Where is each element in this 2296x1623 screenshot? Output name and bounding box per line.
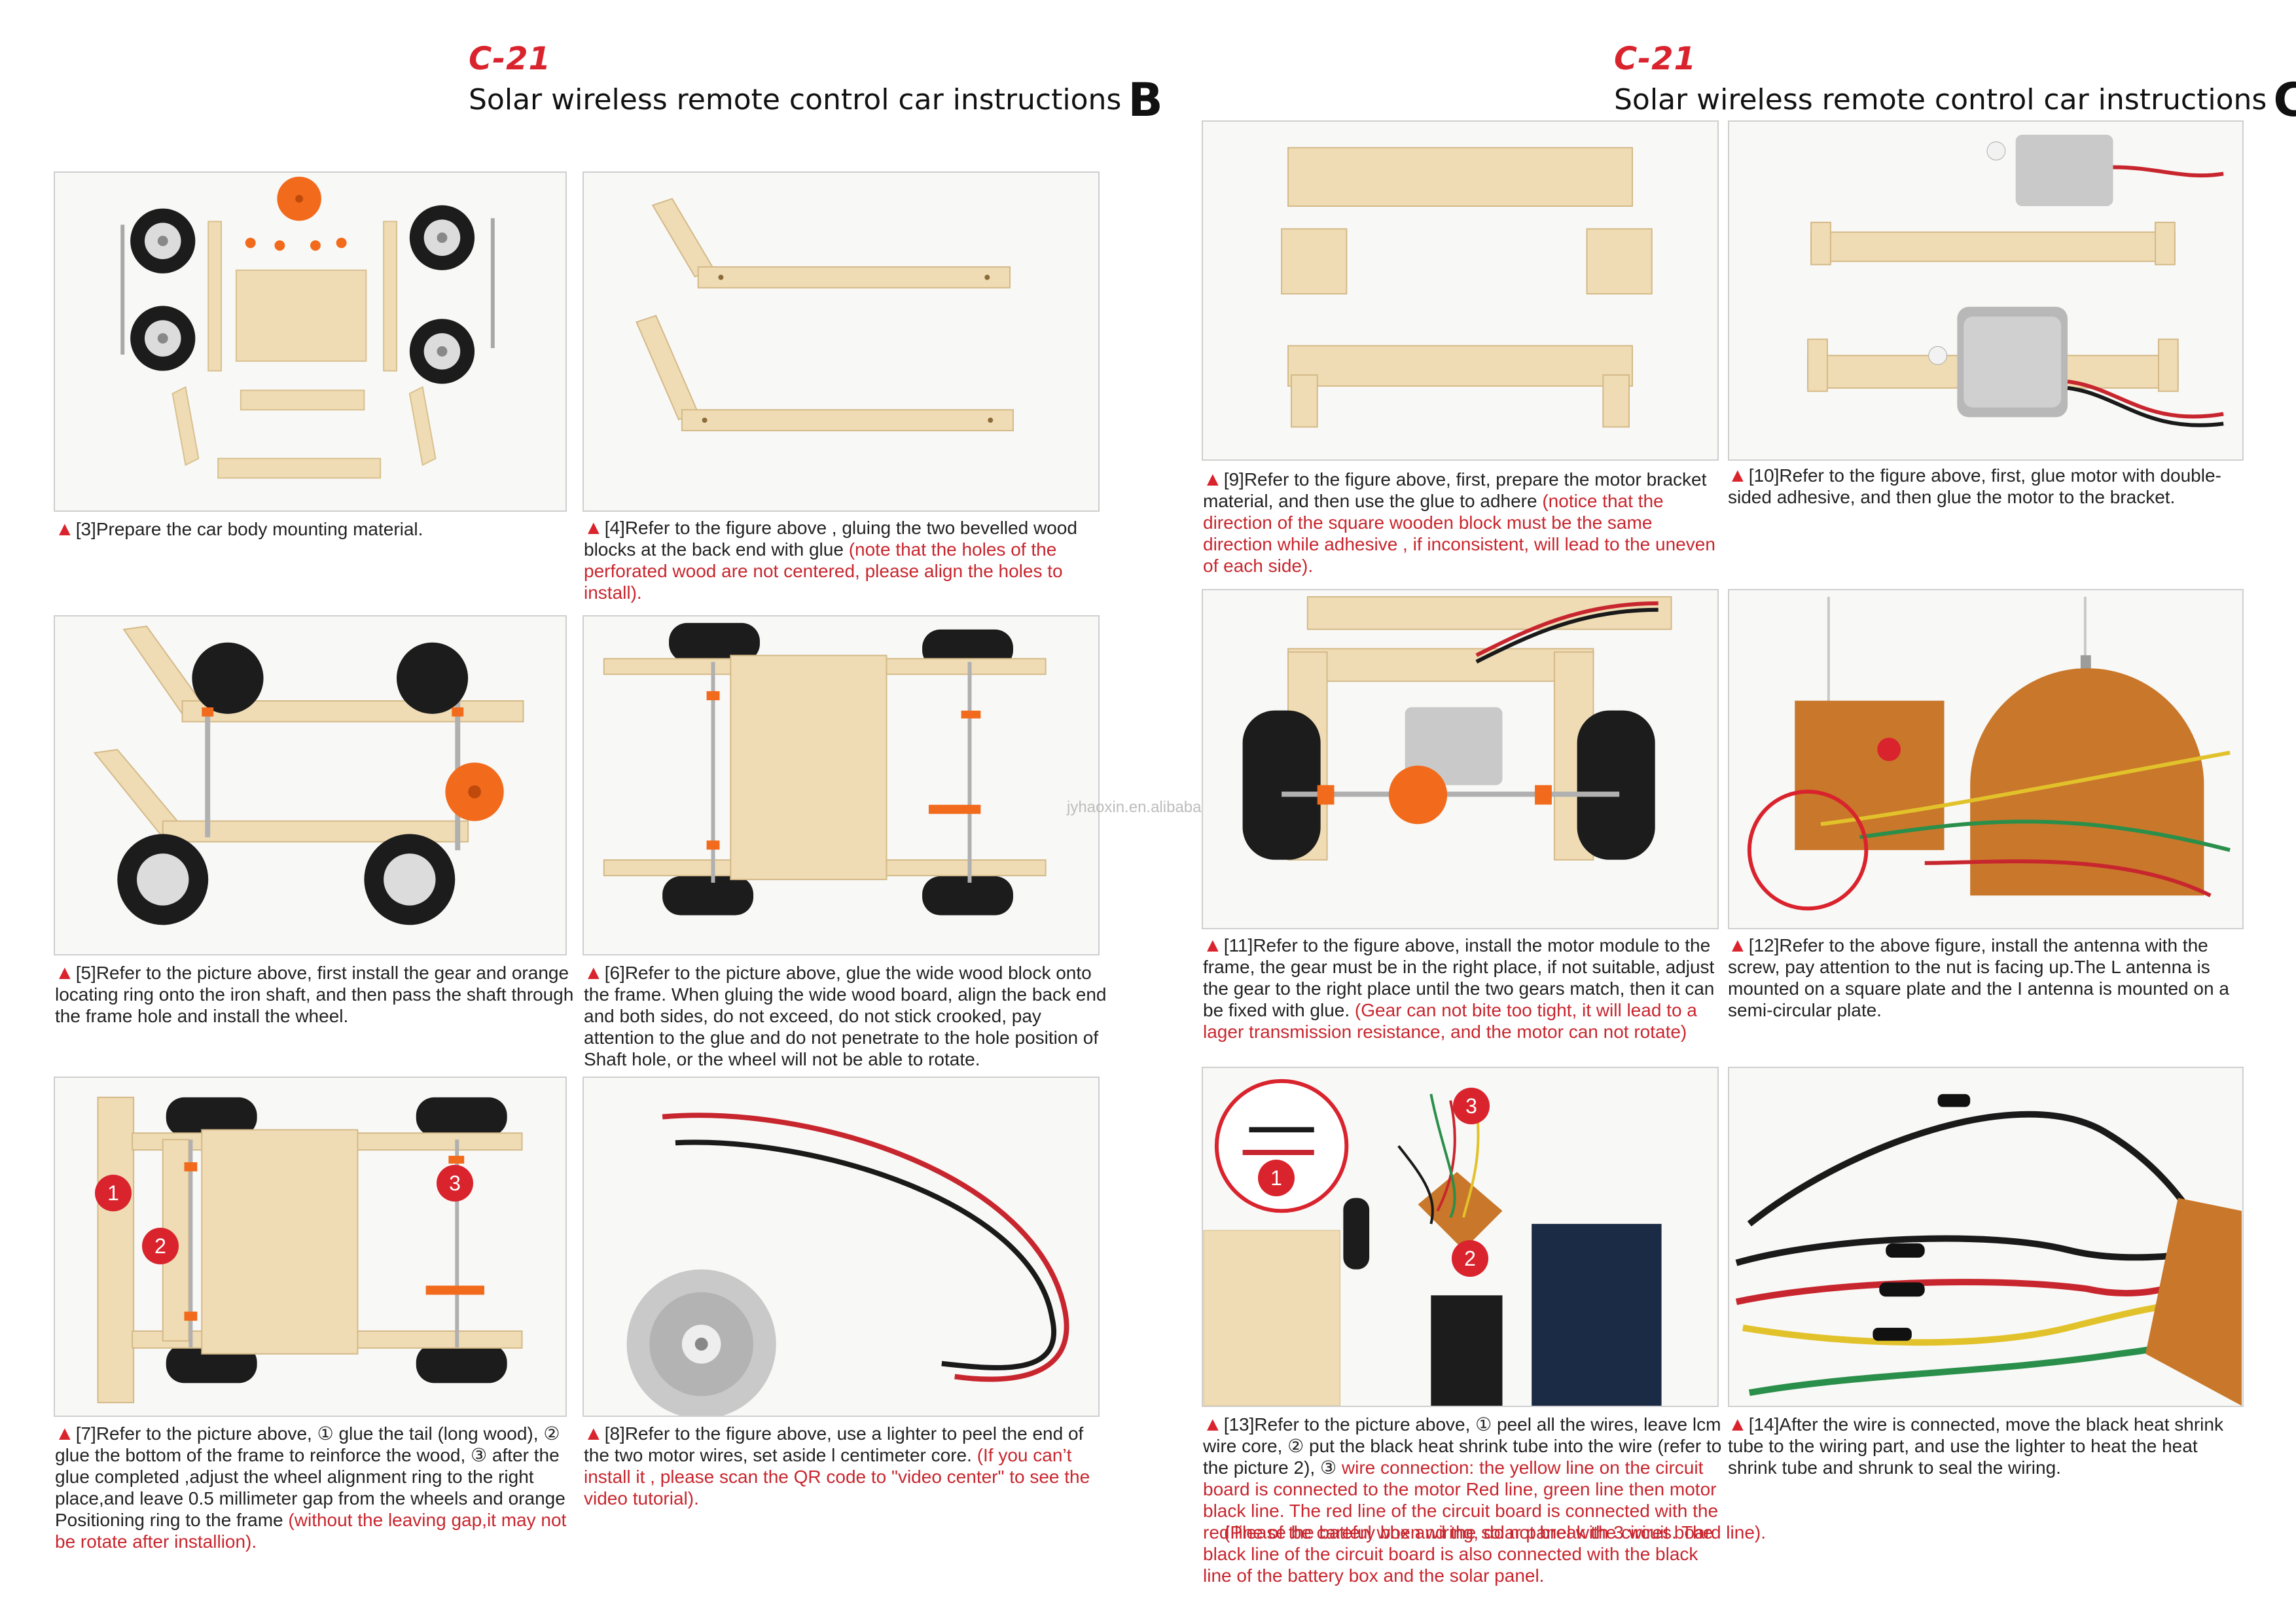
- marker-circle-1-step-13: 1: [1258, 1160, 1295, 1196]
- brand-logo-left: C-21: [469, 41, 551, 77]
- photo-step-12-antenna: [1728, 589, 2244, 929]
- caption-step-7: ▲[7]Refer to the picture above, ① glue t…: [55, 1423, 567, 1552]
- brand-logo-right: C-21: [1614, 41, 1696, 77]
- photo-step-11-motor-module: [1202, 589, 1719, 929]
- caption-text: [3]Prepare the car body mounting materia…: [75, 519, 423, 539]
- svg-text:1: 1: [1270, 1166, 1282, 1190]
- warning-triangle-icon: ▲: [1728, 1414, 1748, 1435]
- caption-step-4: ▲[4]Refer to the figure above , gluing t…: [584, 517, 1077, 603]
- svg-text:3: 3: [1465, 1094, 1477, 1118]
- warning-triangle-icon: ▲: [1203, 1414, 1223, 1435]
- marker-circle-1-step-7: 1: [95, 1175, 132, 1211]
- svg-text:2: 2: [154, 1234, 166, 1258]
- warning-triangle-icon: ▲: [55, 1423, 75, 1444]
- warning-triangle-icon: ▲: [584, 1423, 603, 1444]
- marker-circle-2-step-7: 2: [142, 1228, 179, 1264]
- marker-circle-2-step-13: 2: [1452, 1240, 1488, 1277]
- caption-step-10: ▲[10]Refer to the figure above, first, g…: [1728, 465, 2221, 507]
- warning-triangle-icon: ▲: [1203, 469, 1223, 490]
- photo-step-5-shaft-wheel: [54, 615, 567, 955]
- photo-step-10-motor-on-bracket: [1728, 120, 2244, 461]
- svg-text:3: 3: [449, 1171, 461, 1195]
- warning-triangle-icon: ▲: [1728, 935, 1748, 956]
- caption-step-3: ▲[3]Prepare the car body mounting materi…: [55, 518, 572, 540]
- caption-step-12: ▲[12]Refer to the above figure, install …: [1728, 935, 2229, 1020]
- caption-step-9: ▲[9]Refer to the figure above, first, pr…: [1203, 469, 1715, 576]
- caption-step-6: ▲[6]Refer to the picture above, glue the…: [584, 962, 1107, 1069]
- title-text-right: Solar wireless remote control car instru…: [1614, 83, 2267, 116]
- title-text-left: Solar wireless remote control car instru…: [469, 83, 1122, 116]
- marker-circle-3-step-13: 3: [1453, 1088, 1490, 1124]
- photo-step-9-motor-bracket: [1202, 120, 1719, 461]
- section-letter-left: B: [1128, 73, 1163, 127]
- photo-step-7-frame-tail: [54, 1077, 567, 1417]
- photo-step-14-heat-shrink: [1728, 1067, 2244, 1407]
- caption-step-13-note: (Please be careful when wiring, do not b…: [1224, 1522, 1766, 1543]
- warning-triangle-icon: ▲: [1728, 465, 1748, 486]
- caption-step-8: ▲[8]Refer to the figure above, use a lig…: [584, 1423, 1090, 1508]
- caption-step-14: ▲[14]After the wire is connected, move t…: [1728, 1414, 2223, 1478]
- caption-step-13: ▲[13]Refer to the picture above, ① peel …: [1203, 1414, 1722, 1586]
- page-title-right: Solar wireless remote control car instru…: [1614, 73, 2296, 127]
- caption-step-11: ▲[11]Refer to the figure above, install …: [1203, 935, 1715, 1042]
- svg-text:1: 1: [107, 1181, 119, 1205]
- caption-step-5: ▲[5]Refer to the picture above, first in…: [55, 962, 574, 1026]
- warning-triangle-icon: ▲: [584, 517, 603, 539]
- warning-triangle-icon: ▲: [1203, 935, 1223, 956]
- photo-step-8-motor-wires: [583, 1077, 1100, 1417]
- section-letter-right: C: [2273, 73, 2296, 127]
- svg-text:2: 2: [1464, 1247, 1476, 1270]
- photo-step-3-materials: [54, 171, 567, 512]
- warning-triangle-icon: ▲: [584, 962, 603, 984]
- photo-step-6-wide-board: [583, 615, 1100, 955]
- page-title-left: Solar wireless remote control car instru…: [469, 73, 1163, 127]
- warning-triangle-icon: ▲: [55, 962, 75, 984]
- photo-step-13-wiring: [1202, 1067, 1719, 1407]
- marker-circle-3-step-7: 3: [437, 1165, 473, 1202]
- warning-triangle-icon: ▲: [55, 518, 75, 540]
- photo-step-4-bevelled-wood: [583, 171, 1100, 512]
